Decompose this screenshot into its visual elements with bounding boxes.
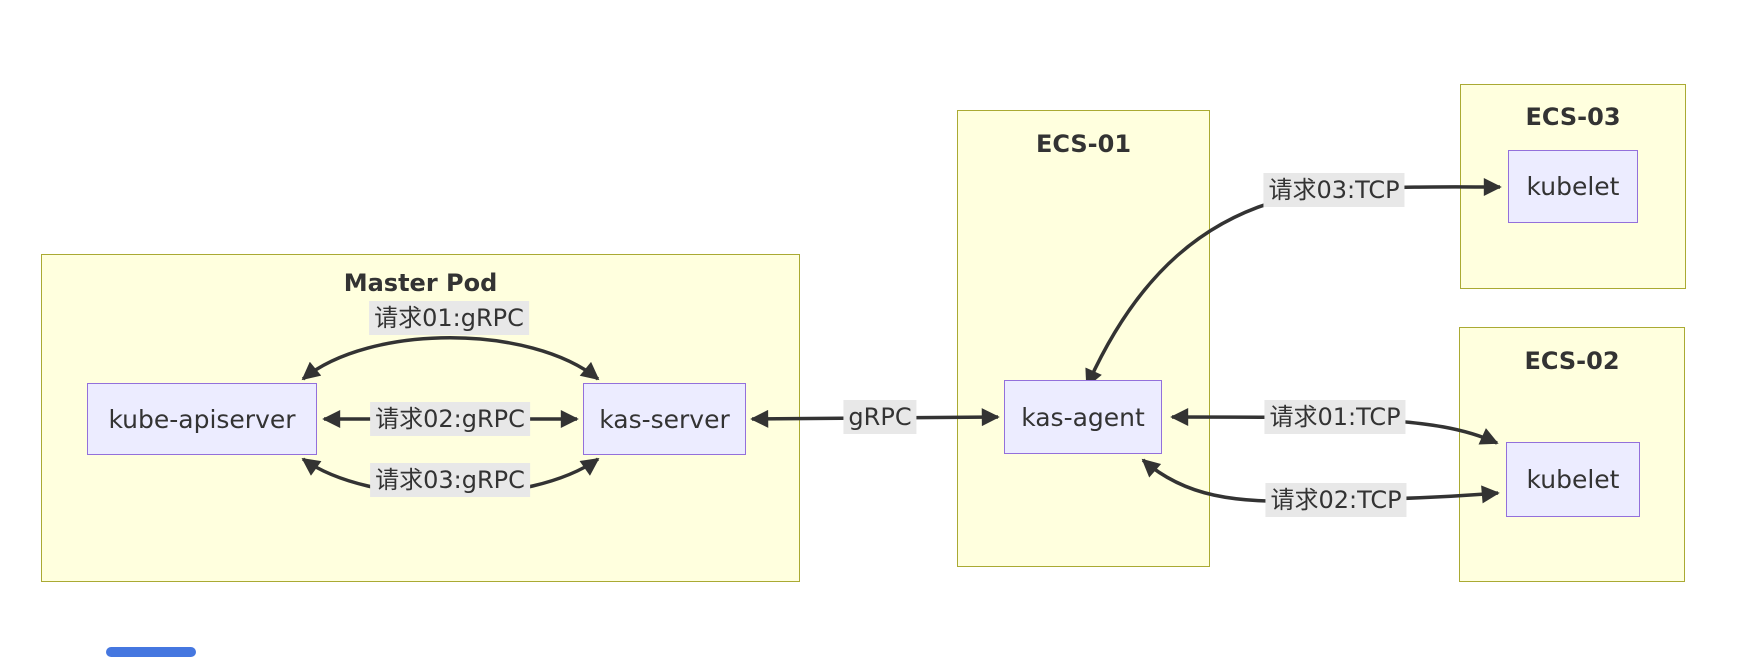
node-kubelet-ecs02-label: kubelet [1526, 465, 1620, 494]
node-kas-agent: kas-agent [1004, 380, 1162, 454]
group-title-ecs-03: ECS-03 [1525, 103, 1621, 131]
edge-label-request02-grpc: 请求02:gRPC [370, 402, 530, 436]
node-kas-agent-label: kas-agent [1021, 402, 1145, 432]
edge-label-request03-tcp: 请求03:TCP [1263, 173, 1405, 207]
edge-label-request02-tcp: 请求02:TCP [1265, 483, 1407, 517]
node-kubelet-ecs03: kubelet [1508, 150, 1638, 223]
edge-label-request01-tcp: 请求01:TCP [1264, 400, 1406, 434]
node-kube-apiserver-label: kube-apiserver [108, 404, 296, 434]
node-kas-server: kas-server [583, 383, 746, 455]
edge-label-request01-grpc: 请求01:gRPC [369, 301, 529, 335]
node-kube-apiserver: kube-apiserver [87, 383, 317, 455]
edge-label-request03-grpc: 请求03:gRPC [370, 463, 530, 497]
edge-request03-tcp [1085, 177, 1502, 388]
horizontal-scrollbar-thumb[interactable] [106, 647, 196, 657]
node-kubelet-ecs02: kubelet [1506, 442, 1640, 517]
group-title-ecs-01: ECS-01 [1035, 130, 1132, 158]
edge-request01-grpc [301, 336, 600, 381]
edge-label-grpc: gRPC [843, 400, 917, 434]
node-kas-server-label: kas-server [599, 404, 730, 434]
group-title-master-pod: Master Pod [343, 269, 498, 297]
group-title-ecs-02: ECS-02 [1524, 347, 1620, 375]
node-kubelet-ecs03-label: kubelet [1526, 172, 1620, 201]
